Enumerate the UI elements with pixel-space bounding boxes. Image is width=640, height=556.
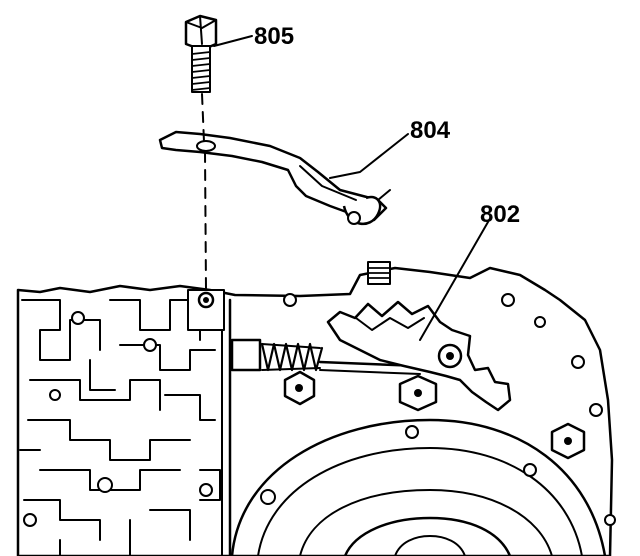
detent-spring <box>230 338 324 372</box>
alignment-line <box>201 93 207 291</box>
valve-body <box>19 299 221 556</box>
callout-802: 802 <box>480 201 520 228</box>
leader-805 <box>213 35 253 47</box>
leader-804 <box>329 133 409 179</box>
transmission-case <box>16 261 616 556</box>
threaded-stud <box>367 261 391 285</box>
bolt <box>184 14 218 93</box>
spring-bracket <box>158 130 391 226</box>
leader-802 <box>419 221 489 341</box>
bracket-mount-boss <box>187 289 225 331</box>
leader-lines <box>213 35 489 341</box>
callout-804: 804 <box>410 117 451 144</box>
detent-lever <box>326 300 512 412</box>
valve-body-bolt-holes <box>23 311 213 527</box>
case-bolt <box>283 370 316 406</box>
case-bolt <box>398 374 438 412</box>
case-bolt <box>550 422 586 460</box>
housing-bolt-holes <box>260 293 616 526</box>
callout-805: 805 <box>254 23 294 50</box>
pump-housing <box>230 418 607 556</box>
